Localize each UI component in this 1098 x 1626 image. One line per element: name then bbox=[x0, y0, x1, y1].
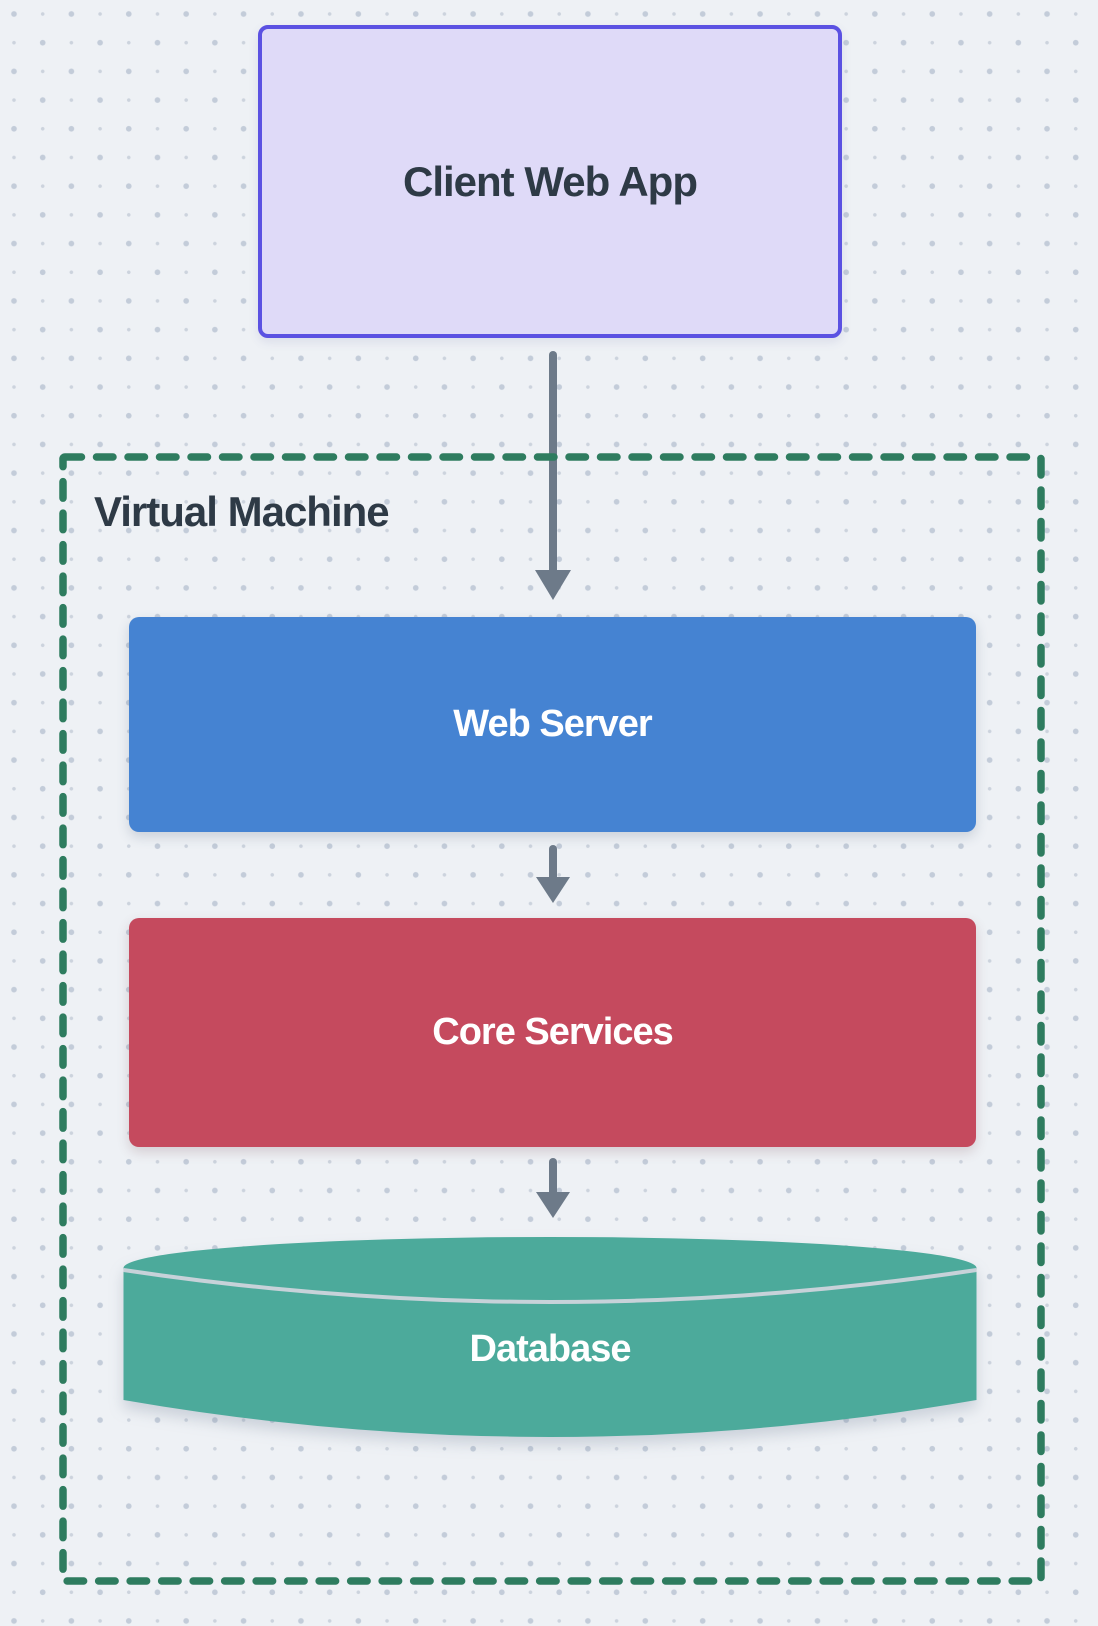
node-database-label: Database bbox=[469, 1328, 632, 1370]
arrow-client-to-web-server[interactable] bbox=[532, 350, 574, 602]
arrow-web-server-to-core-services[interactable] bbox=[532, 843, 574, 905]
node-client-web-app[interactable]: Client Web App bbox=[258, 25, 842, 338]
node-web-server[interactable]: Web Server bbox=[129, 617, 976, 832]
group-virtual-machine-label: Virtual Machine bbox=[94, 488, 390, 535]
node-core-services[interactable]: Core Services bbox=[129, 918, 976, 1147]
node-client-web-app-label: Client Web App bbox=[403, 157, 698, 205]
node-core-services-label: Core Services bbox=[432, 1011, 673, 1053]
arrow-core-services-to-database[interactable] bbox=[532, 1156, 574, 1220]
node-web-server-label: Web Server bbox=[453, 703, 652, 745]
group-virtual-machine[interactable] bbox=[55, 449, 1049, 1589]
node-database[interactable] bbox=[122, 1234, 978, 1444]
